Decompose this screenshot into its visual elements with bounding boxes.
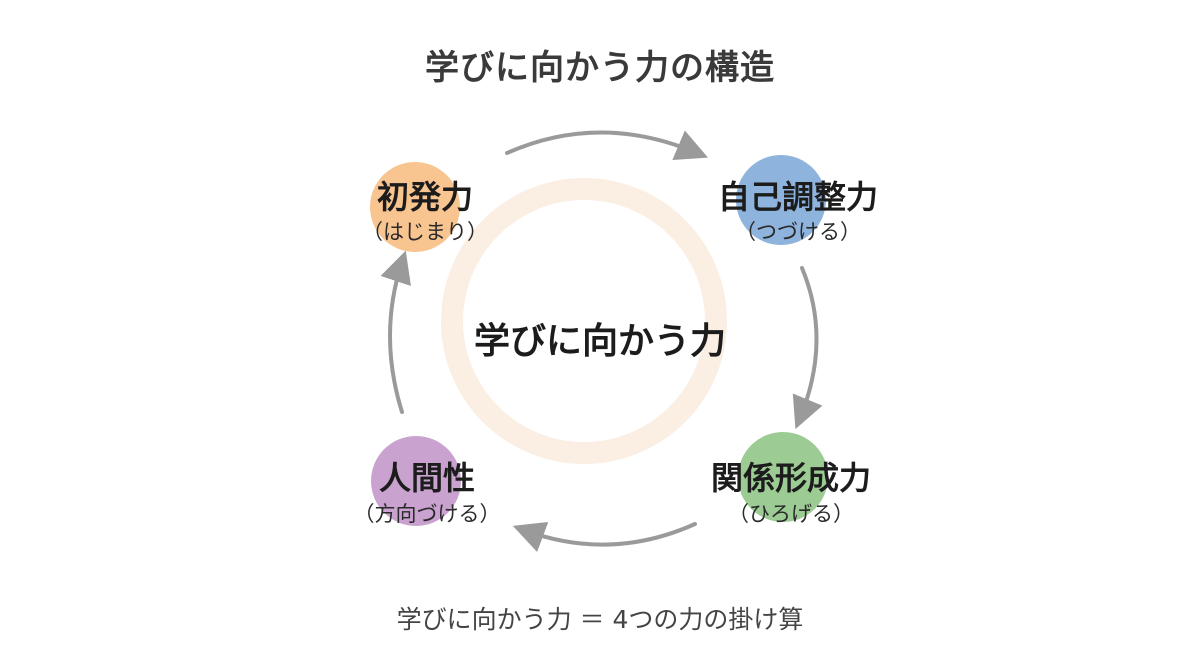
node-1-label: 初発力 (376, 178, 473, 216)
arrow-right (792, 266, 823, 430)
node-1-circle (370, 162, 460, 252)
node-2-circle (736, 155, 826, 245)
node-1-sub: （はじまり） (362, 220, 488, 244)
node-3-circle (738, 432, 828, 522)
arrow-top (505, 130, 709, 160)
arrow-left (380, 250, 411, 414)
node-4-sub: （方向づける） (353, 502, 501, 526)
arrow-bottom (512, 521, 697, 552)
center-label: 学びに向かう力 (473, 321, 726, 362)
node-2-label: 自己調整力 (717, 178, 878, 216)
node-2-sub: （つづける） (735, 220, 861, 244)
footer-formula: 学びに向かう力 ＝ 4つの力の掛け算 (396, 605, 804, 634)
diagram-title: 学びに向かう力の構造 (425, 48, 775, 88)
node-3-sub: （ひろげる） (728, 502, 854, 526)
node-4-circle (371, 436, 461, 526)
node-3-label: 関係形成力 (710, 459, 871, 497)
node-4-label: 人間性 (378, 459, 475, 497)
